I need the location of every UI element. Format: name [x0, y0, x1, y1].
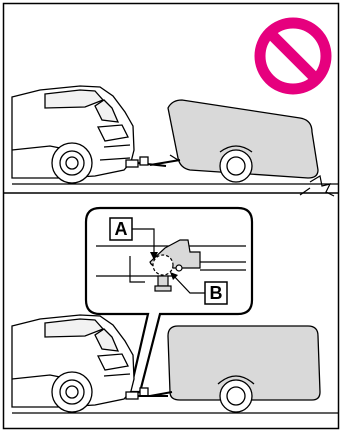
trailer-bottom-level [150, 326, 320, 412]
svg-text:B: B [210, 283, 223, 303]
svg-text:A: A [115, 219, 128, 239]
